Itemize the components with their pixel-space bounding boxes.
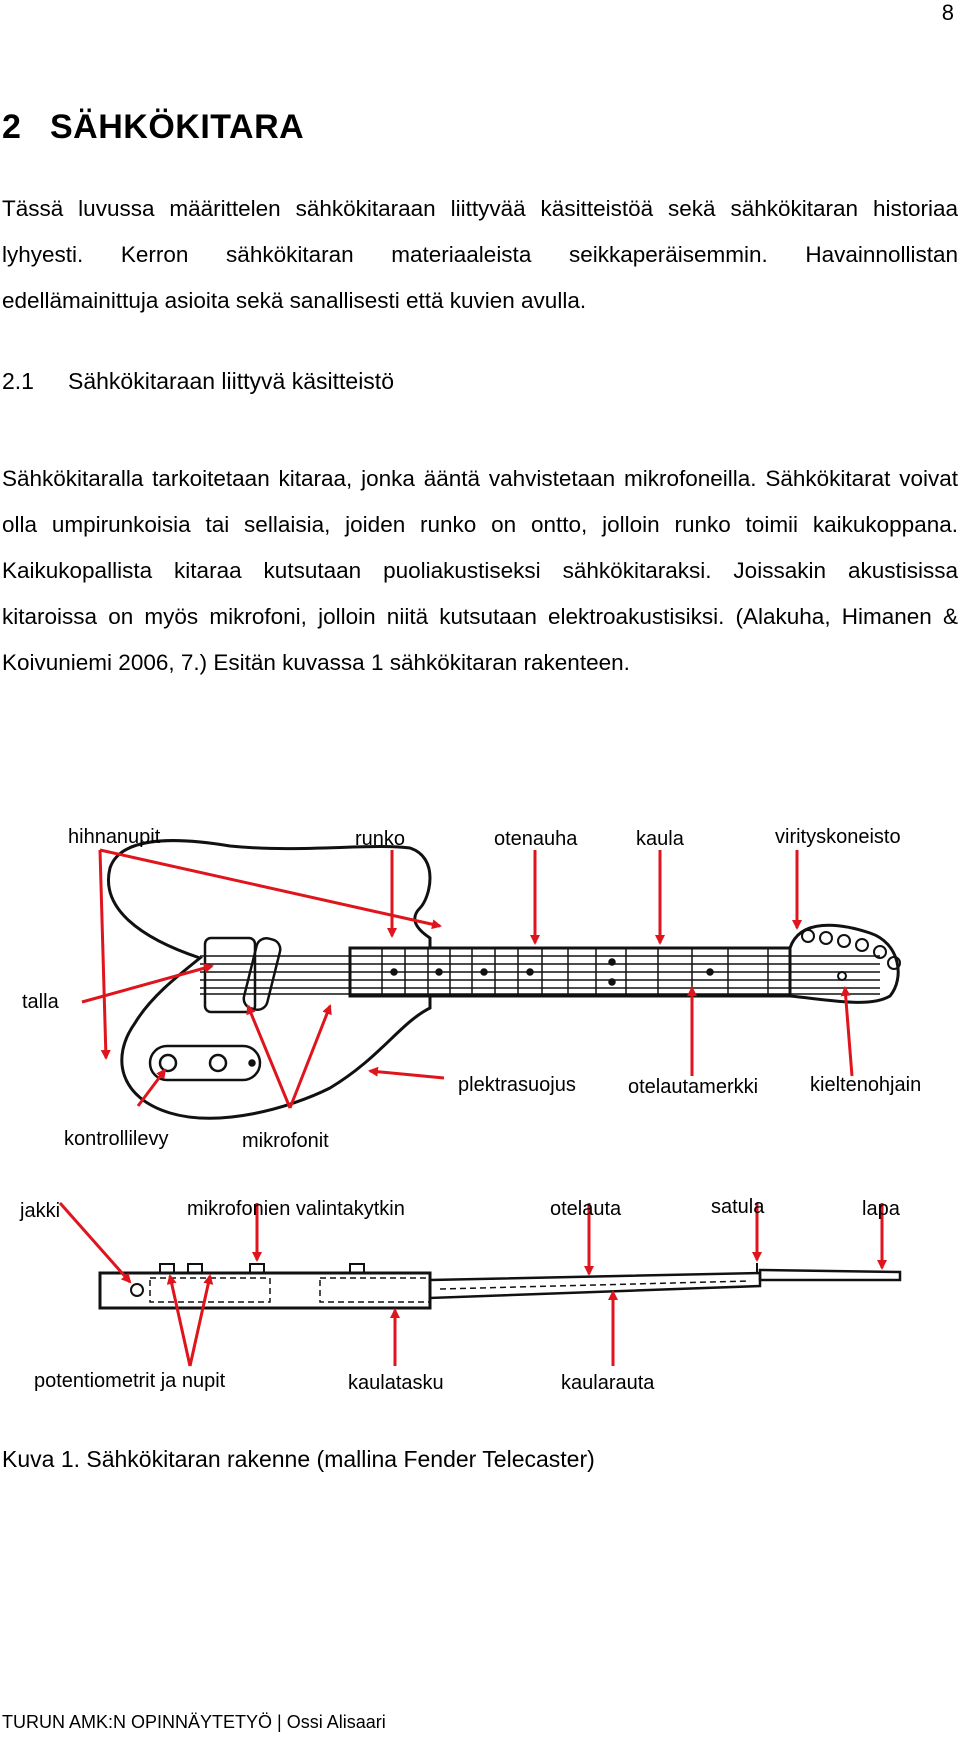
guitar-diagram	[58, 839, 902, 1367]
label-pots-knobs: potentiometrit ja nupit	[34, 1370, 226, 1392]
page-footer: TURUN AMK:N OPINNÄYTETYÖ | Ossi Alisaari	[2, 1712, 386, 1732]
intro-paragraph: Tässä luvussa määrittelen sähkökitaraan …	[2, 196, 958, 313]
label-strap-buttons: hihnanupit	[68, 826, 161, 848]
side-arrows	[58, 1202, 887, 1367]
chapter-number: 2	[2, 108, 22, 146]
guitar-body-outline	[107, 839, 432, 1120]
label-control-plate: kontrollilevy	[64, 1128, 169, 1150]
label-neck: kaula	[636, 828, 684, 850]
label-neck-pocket: kaulatasku	[348, 1372, 444, 1394]
chapter-title: SÄHKÖKITARA	[50, 108, 305, 146]
label-body: runko	[355, 828, 406, 850]
front-arrows	[81, 848, 854, 1109]
label-truss-rod: kaularauta	[561, 1372, 655, 1394]
label-tuners: virityskoneisto	[775, 826, 901, 848]
label-pickups: mikrofonit	[242, 1130, 329, 1152]
side-body-outline	[98, 1271, 432, 1310]
guitar-figure: hihnanupit runko otenauha kaula viritysk…	[0, 808, 960, 1408]
label-string-tree: kieltenohjain	[810, 1074, 922, 1096]
section-number: 2.1	[2, 368, 34, 394]
chapter-heading: 2 SÄHKÖKITARA	[2, 108, 304, 147]
section-paragraph: Sähkökitaralla tarkoitetaan kitaraa, jon…	[2, 466, 958, 675]
label-headstock: lapa	[862, 1198, 900, 1220]
side-headstock-outline	[758, 1268, 902, 1282]
label-pickguard: plektrasuojus	[458, 1074, 576, 1096]
guitar-details	[148, 929, 901, 1082]
section-title: Sähkökitaraan liittyvä käsitteistö	[68, 368, 394, 394]
label-fret-marker: otelautamerkki	[628, 1076, 759, 1098]
label-jack: jakki	[20, 1200, 61, 1222]
label-fretboard: otelauta	[550, 1198, 622, 1220]
label-nut: satula	[711, 1196, 765, 1218]
label-pickup-selector: mikrofonien valintakytkin	[187, 1198, 405, 1220]
page-number: 8	[941, 0, 954, 25]
section-heading: 2.1 Sähkökitaraan liittyvä käsitteistö	[2, 368, 394, 395]
label-fret-wire: otenauha	[494, 828, 578, 850]
figure-caption: Kuva 1. Sähkökitaran rakenne (mallina Fe…	[2, 1446, 595, 1472]
label-bridge: talla	[22, 991, 59, 1013]
